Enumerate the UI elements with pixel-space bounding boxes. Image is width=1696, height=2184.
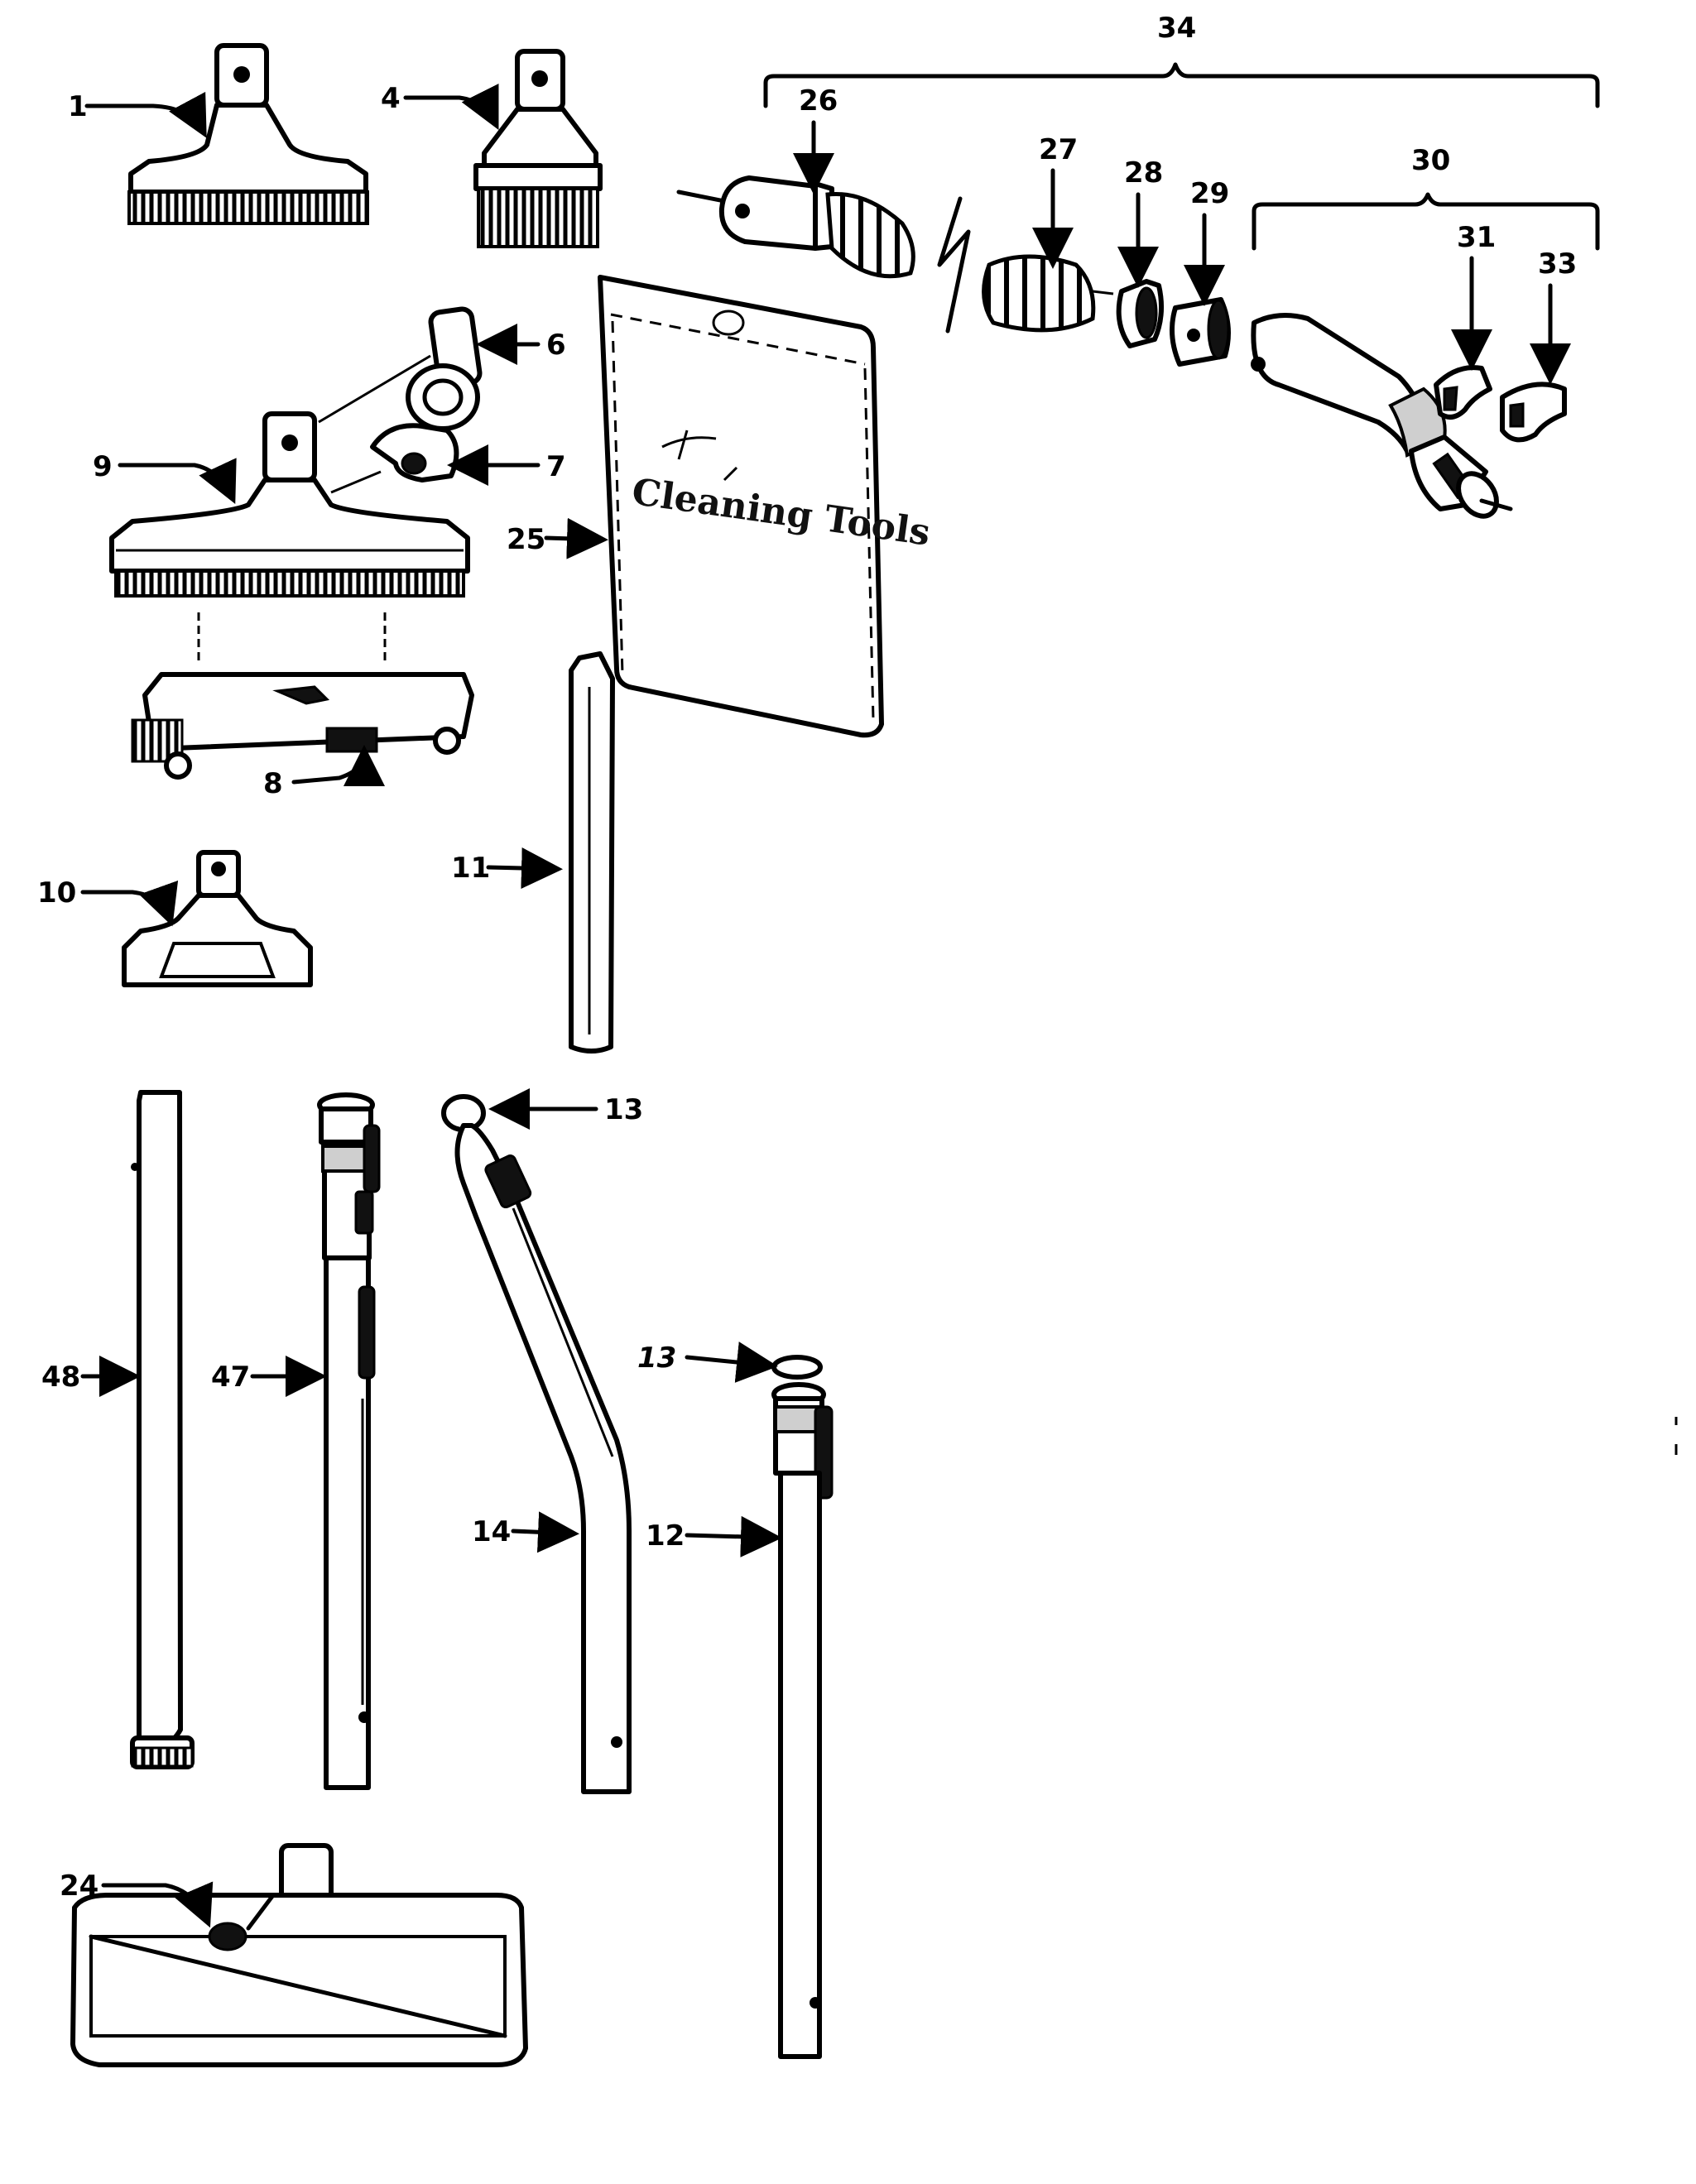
- part-14-curved-wand: [454, 1123, 632, 1794]
- label-12: 12: [646, 1519, 685, 1553]
- label-13-top: 13: [604, 1093, 643, 1126]
- part-12-latch-wand: [771, 1382, 834, 2059]
- part-31-clip: [1434, 365, 1492, 420]
- label-30: 30: [1411, 144, 1450, 177]
- bracket-34: [763, 62, 1600, 108]
- label-47: 47: [211, 1361, 250, 1394]
- assembly-line-7: [330, 470, 382, 494]
- hose-break-mark: [937, 196, 971, 334]
- leader-8: [291, 745, 385, 787]
- label-14: 14: [472, 1515, 511, 1548]
- leader-9: [118, 458, 237, 505]
- leader-11: [486, 847, 563, 889]
- label-34: 34: [1157, 12, 1196, 45]
- label-4: 4: [381, 82, 401, 115]
- label-9: 9: [93, 450, 113, 483]
- label-7: 7: [546, 450, 566, 483]
- part-26-hose-end: [676, 175, 915, 279]
- label-31: 31: [1457, 221, 1496, 254]
- label-8: 8: [263, 767, 283, 800]
- label-29: 29: [1190, 177, 1229, 210]
- part-25-tool-bag: [598, 275, 884, 738]
- leader-4: [403, 84, 499, 130]
- leader-24: [101, 1881, 214, 1928]
- part-9-floor-brush: [109, 411, 470, 598]
- label-1: 1: [68, 90, 88, 123]
- part-48-straight-wand: [130, 1090, 195, 1769]
- part-1-dusting-brush: [127, 43, 369, 225]
- part-24-floor-tool: [70, 1843, 528, 2067]
- label-28: 28: [1124, 156, 1163, 190]
- bracket-30: [1252, 192, 1600, 251]
- part-7-clip: [370, 423, 459, 482]
- leader-1: [84, 91, 207, 138]
- part-6-swivel-elbow: [406, 306, 483, 431]
- part-30-hose-handle: [1251, 313, 1513, 519]
- part-33-clip: [1500, 382, 1567, 443]
- leader-12: [685, 1515, 782, 1558]
- part-11-crevice-tool: [569, 651, 615, 1054]
- assembly-line-6: [318, 354, 431, 424]
- part-29-collar: [1170, 297, 1231, 367]
- label-25: 25: [507, 523, 545, 556]
- label-10: 10: [37, 876, 76, 910]
- leader-13-lower: [685, 1342, 778, 1383]
- leader-10: [80, 880, 179, 927]
- part-8-brush-insert: [131, 672, 474, 780]
- part-47-latch-wand: [317, 1092, 381, 1790]
- part-10-adapter: [122, 850, 313, 987]
- label-13-lower: 13: [637, 1342, 676, 1375]
- label-24: 24: [60, 1870, 98, 1903]
- part-13-ring-lower: [771, 1355, 823, 1380]
- label-48: 48: [41, 1361, 80, 1394]
- label-33: 33: [1538, 247, 1577, 281]
- leader-25: [544, 517, 608, 559]
- part-4-upholstery-brush: [473, 49, 603, 248]
- label-27: 27: [1039, 133, 1078, 166]
- leader-14: [511, 1511, 579, 1553]
- label-11: 11: [451, 852, 490, 885]
- label-26: 26: [799, 84, 838, 118]
- label-6: 6: [546, 329, 566, 362]
- part-27-hose-coil: [982, 254, 1114, 333]
- part-28-ring: [1116, 279, 1164, 348]
